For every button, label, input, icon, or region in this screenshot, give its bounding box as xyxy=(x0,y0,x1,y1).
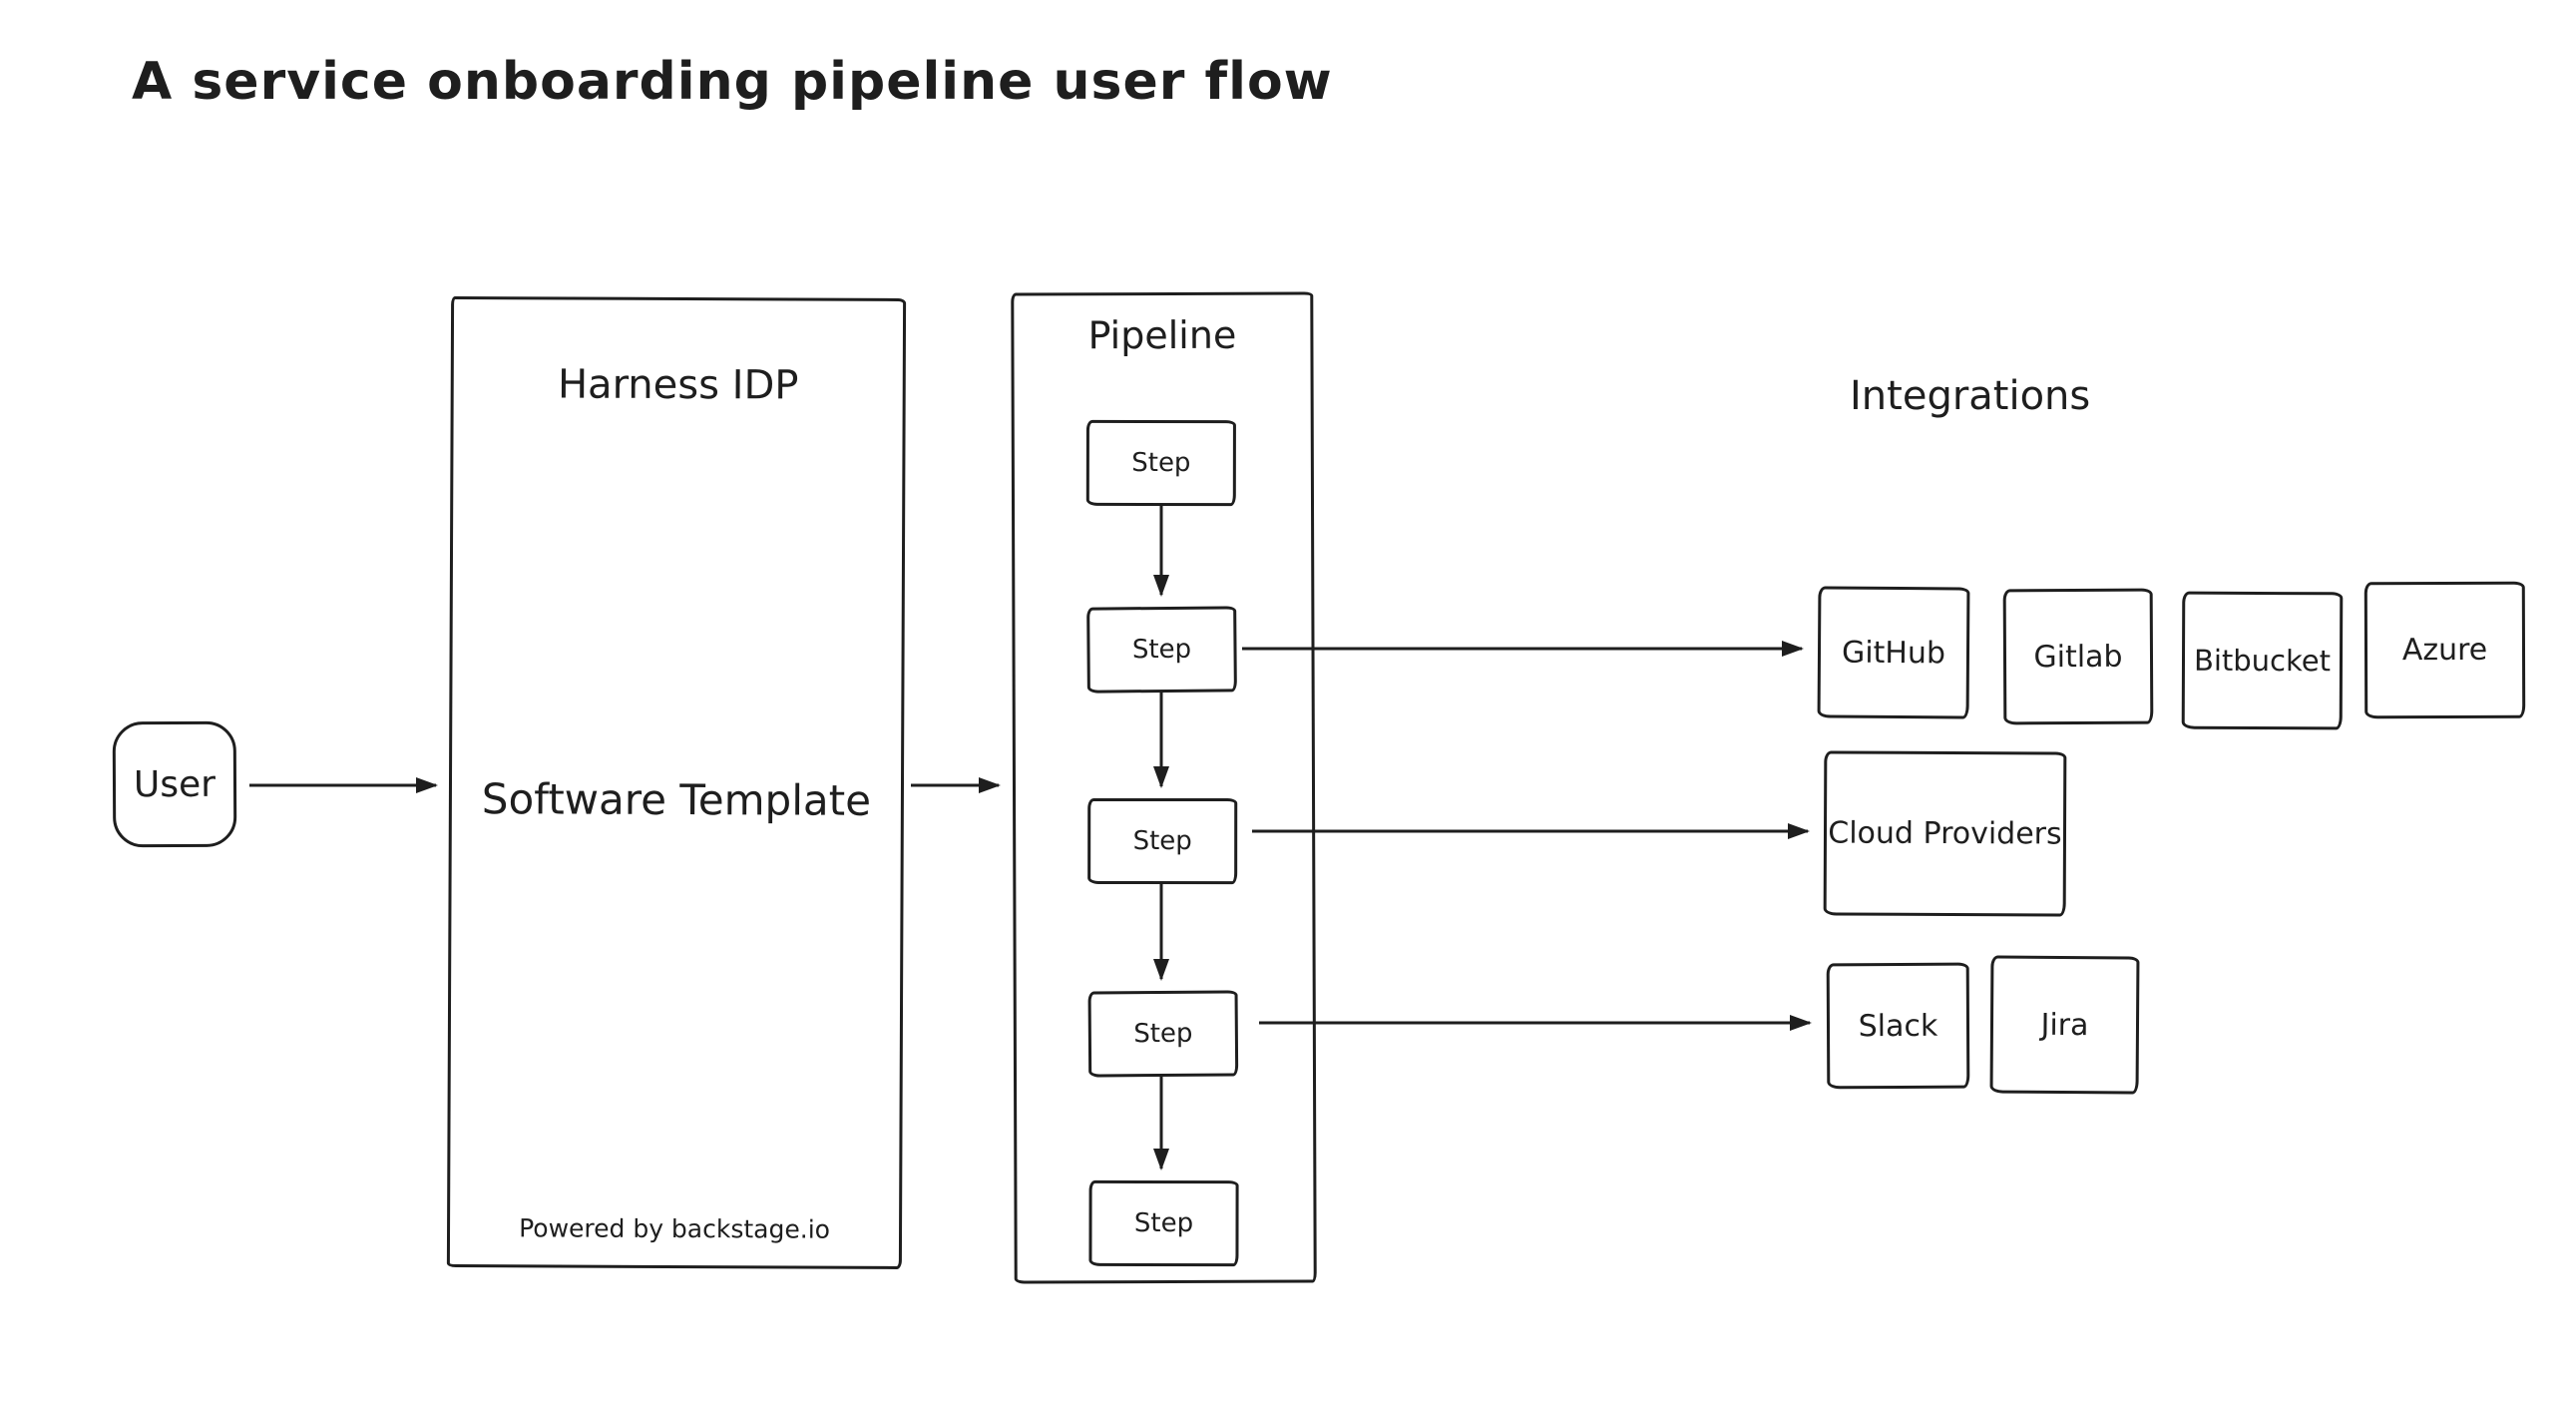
integrations-heading: Integrations xyxy=(1850,373,2091,419)
cloud-providers-label: Cloud Providers xyxy=(1828,815,2062,852)
pipeline-box: Pipeline Step Step Step Step Step xyxy=(1011,291,1317,1284)
pipeline-title: Pipeline xyxy=(1087,312,1237,358)
integration-box-github: GitHub xyxy=(1817,586,1970,719)
azure-label: Azure xyxy=(2401,632,2488,669)
pipeline-step-5: Step xyxy=(1088,1179,1239,1267)
github-label: GitHub xyxy=(1841,635,1946,671)
bitbucket-label: Bitbucket xyxy=(2193,643,2332,679)
pipeline-step-4: Step xyxy=(1087,990,1239,1078)
pipeline-step-2: Step xyxy=(1086,606,1237,694)
integration-box-cloud-providers: Cloud Providers xyxy=(1823,750,2067,917)
integration-box-jira: Jira xyxy=(1989,955,2140,1095)
slack-label: Slack xyxy=(1858,1008,1938,1044)
diagram-title: A service onboarding pipeline user flow xyxy=(132,52,1333,112)
backstage-footer-label: Powered by backstage.io xyxy=(519,1213,831,1244)
user-node-label: User xyxy=(133,763,216,805)
harness-idp-title: Harness IDP xyxy=(557,361,799,409)
harness-idp-box: Harness IDP Software Template Powered by… xyxy=(446,296,907,1269)
gitlab-label: Gitlab xyxy=(2033,639,2123,675)
integration-box-azure: Azure xyxy=(2363,581,2526,719)
pipeline-step-3: Step xyxy=(1087,797,1238,885)
pipeline-step-1: Step xyxy=(1085,419,1236,507)
jira-label: Jira xyxy=(2040,1007,2089,1043)
software-template-label: Software Template xyxy=(481,774,872,825)
integration-box-gitlab: Gitlab xyxy=(2002,588,2154,725)
user-node: User xyxy=(112,720,237,848)
integration-box-bitbucket: Bitbucket xyxy=(2181,591,2344,730)
integration-box-slack: Slack xyxy=(1826,962,1970,1090)
